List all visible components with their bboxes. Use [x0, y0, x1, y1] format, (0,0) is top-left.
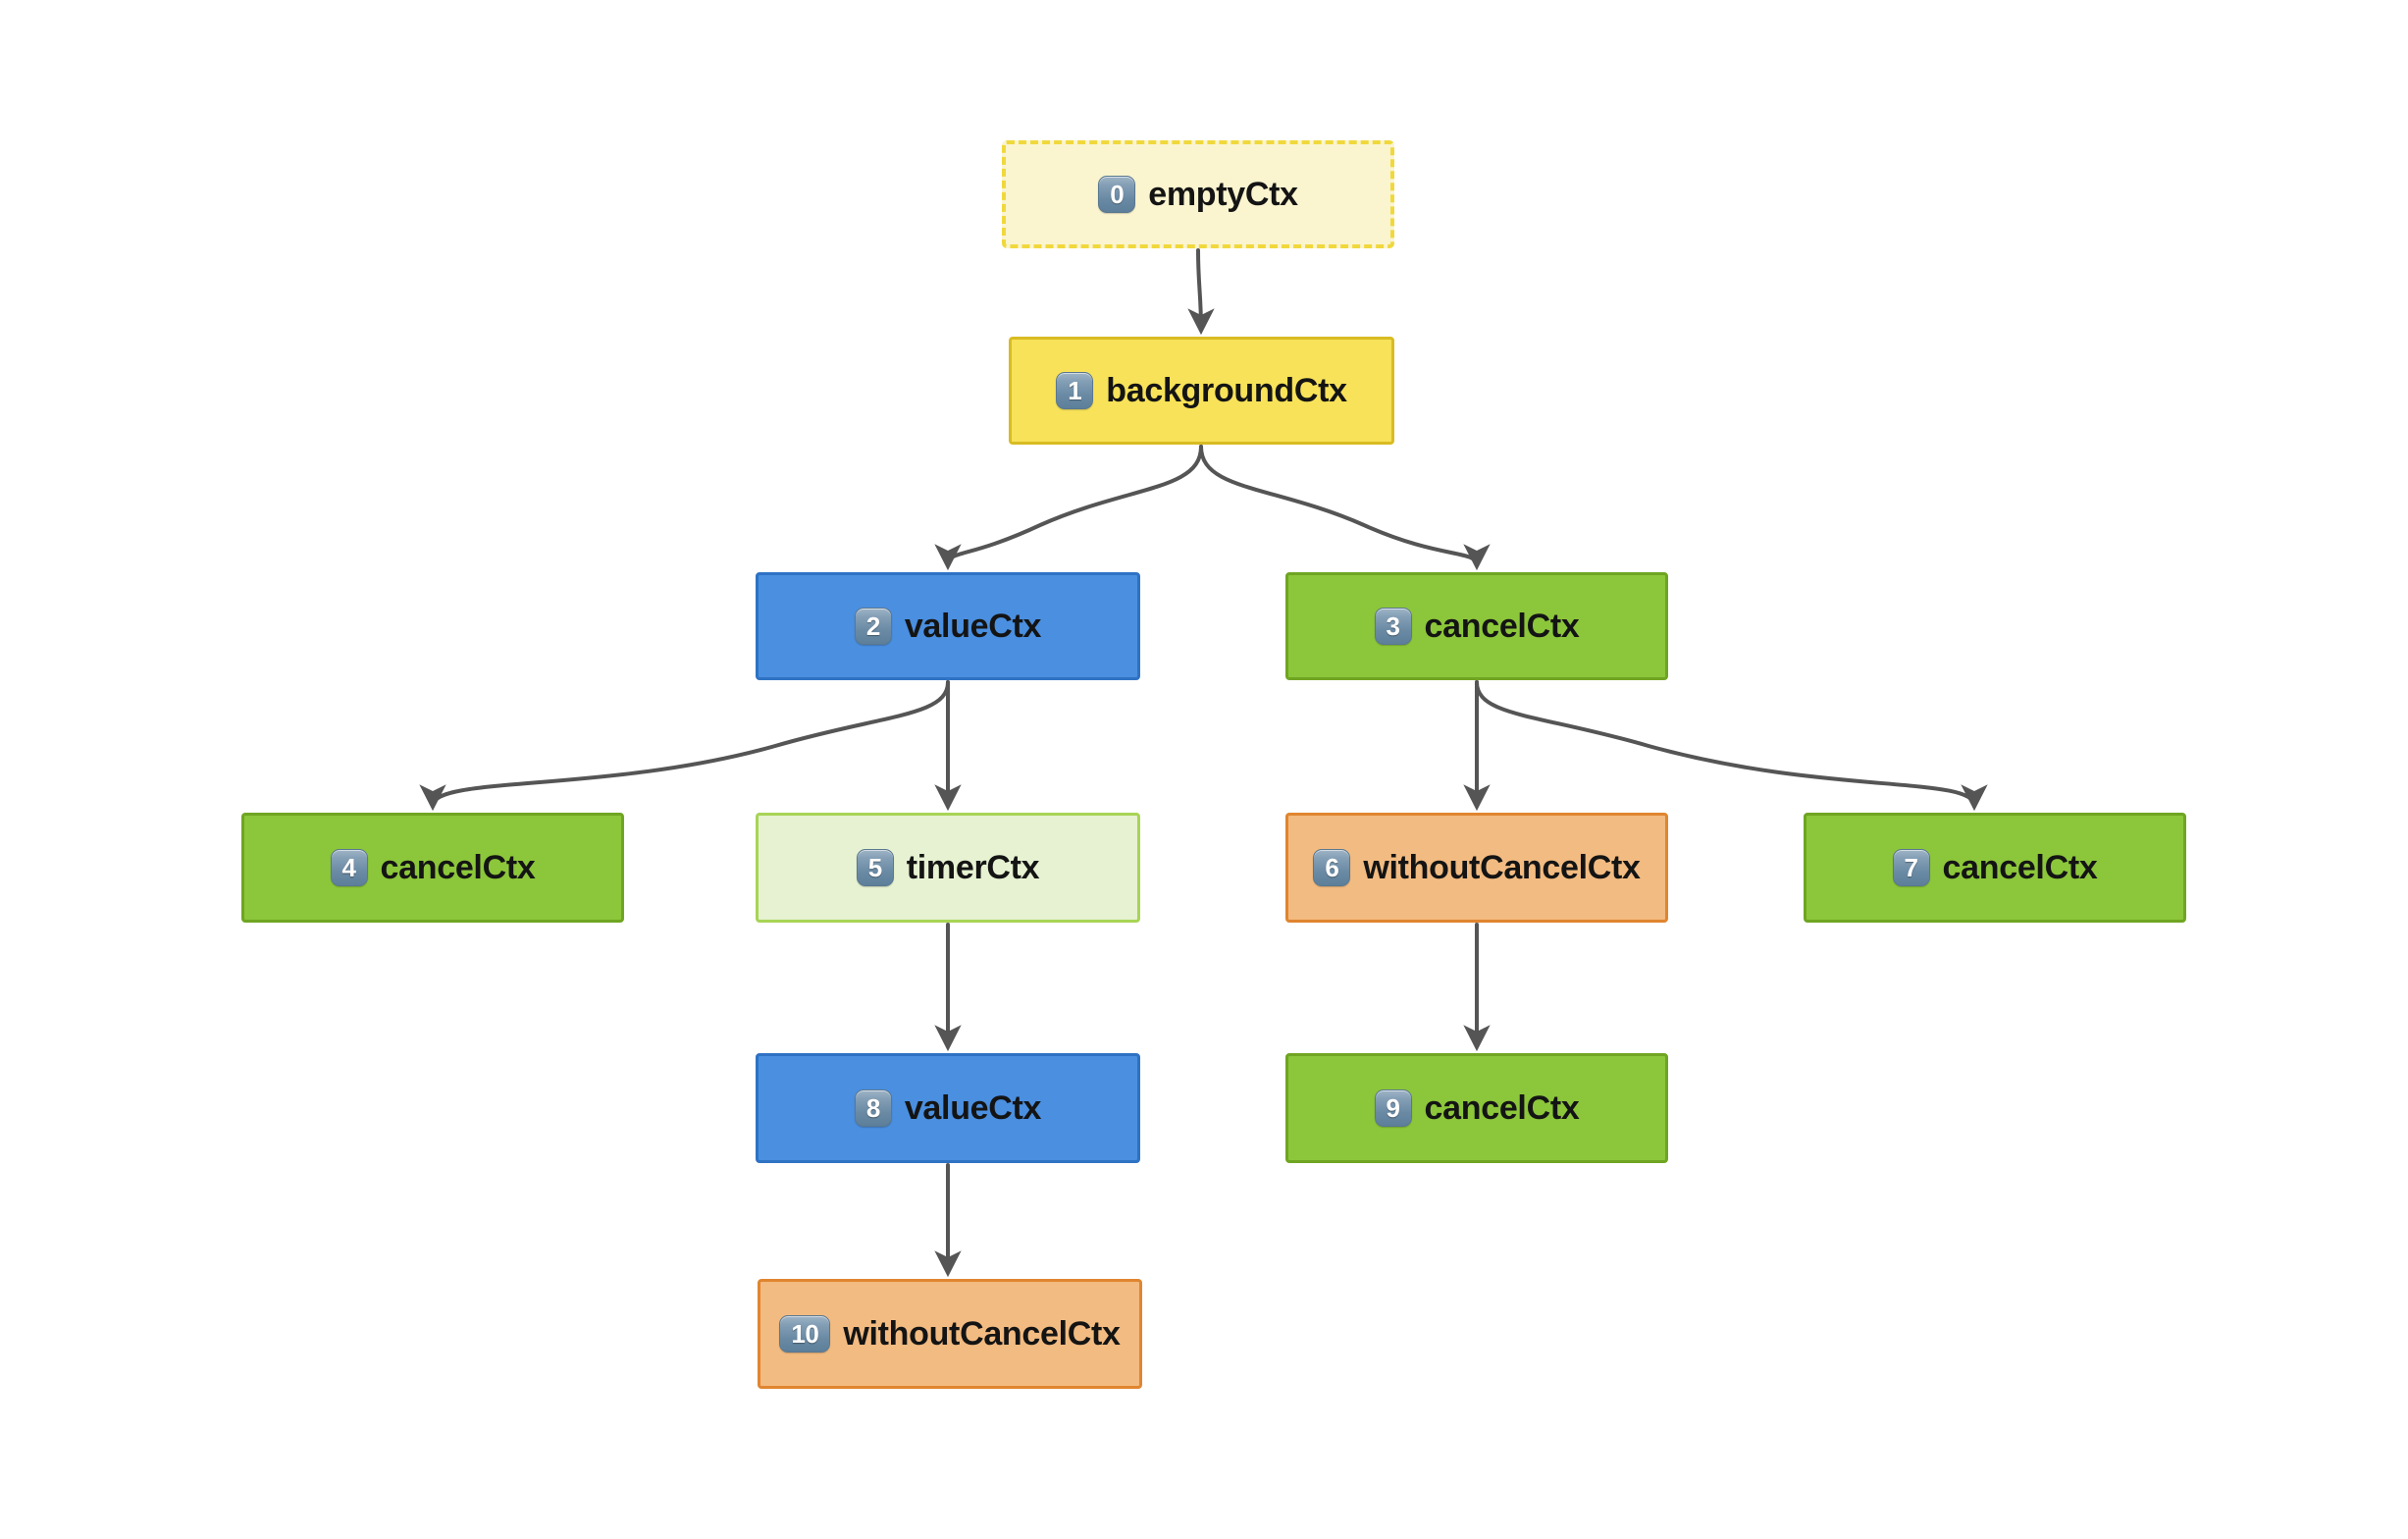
edge-0-to-1 — [1187, 248, 1215, 336]
node-index-badge: 9 — [1374, 1089, 1412, 1127]
node-index-badge: 10 — [779, 1315, 831, 1353]
node-5-timerCtx[interactable]: 5 timerCtx — [756, 813, 1140, 923]
node-4-cancelCtx[interactable]: 4 cancelCtx — [241, 813, 624, 923]
node-index-badge: 4 — [330, 849, 368, 886]
edge-2-to-4 — [419, 680, 950, 812]
node-label: cancelCtx — [1424, 1088, 1580, 1127]
node-index-badge: 1 — [1056, 372, 1094, 409]
edge-1-to-3 — [1199, 445, 1491, 571]
edge-3-to-7 — [1475, 680, 1988, 812]
node-content: 7 cancelCtx — [1892, 848, 2098, 887]
node-index-badge: 5 — [856, 849, 894, 886]
node-label: timerCtx — [906, 848, 1040, 886]
node-label: emptyCtx — [1148, 175, 1298, 213]
node-content: 10 withoutCancelCtx — [779, 1314, 1121, 1353]
node-10-withoutCancelCtx[interactable]: 10 withoutCancelCtx — [758, 1279, 1142, 1389]
node-label: valueCtx — [904, 1088, 1042, 1127]
node-index-badge: 6 — [1313, 849, 1351, 886]
node-2-valueCtx[interactable]: 2 valueCtx — [756, 572, 1140, 680]
node-label: cancelCtx — [1424, 607, 1580, 645]
node-index-badge: 8 — [854, 1089, 892, 1127]
node-content: 3 cancelCtx — [1374, 607, 1580, 646]
node-7-cancelCtx[interactable]: 7 cancelCtx — [1804, 813, 2186, 923]
node-content: 5 timerCtx — [856, 848, 1040, 887]
node-label: backgroundCtx — [1106, 371, 1347, 409]
node-content: 8 valueCtx — [854, 1088, 1042, 1128]
node-index-badge: 2 — [854, 608, 892, 645]
node-content: 1 backgroundCtx — [1056, 371, 1347, 410]
node-1-backgroundCtx[interactable]: 1 backgroundCtx — [1009, 337, 1394, 445]
node-label: withoutCancelCtx — [1363, 848, 1641, 886]
node-6-withoutCancelCtx[interactable]: 6 withoutCancelCtx — [1285, 813, 1668, 923]
node-label: valueCtx — [904, 607, 1042, 645]
node-0-emptyCtx[interactable]: 0 emptyCtx — [1002, 140, 1394, 248]
node-label: cancelCtx — [380, 848, 536, 886]
node-content: 9 cancelCtx — [1374, 1088, 1580, 1128]
node-content: 2 valueCtx — [854, 607, 1042, 646]
node-label: cancelCtx — [1942, 848, 2098, 886]
node-content: 0 emptyCtx — [1098, 176, 1298, 214]
node-9-cancelCtx[interactable]: 9 cancelCtx — [1285, 1053, 1668, 1163]
node-content: 4 cancelCtx — [330, 848, 536, 887]
node-content: 6 withoutCancelCtx — [1313, 848, 1641, 887]
node-index-badge: 3 — [1374, 608, 1412, 645]
node-index-badge: 0 — [1098, 176, 1136, 213]
edge-1-to-2 — [934, 445, 1203, 571]
node-index-badge: 7 — [1892, 849, 1930, 886]
node-label: withoutCancelCtx — [843, 1314, 1121, 1353]
node-8-valueCtx[interactable]: 8 valueCtx — [756, 1053, 1140, 1163]
node-3-cancelCtx[interactable]: 3 cancelCtx — [1285, 572, 1668, 680]
